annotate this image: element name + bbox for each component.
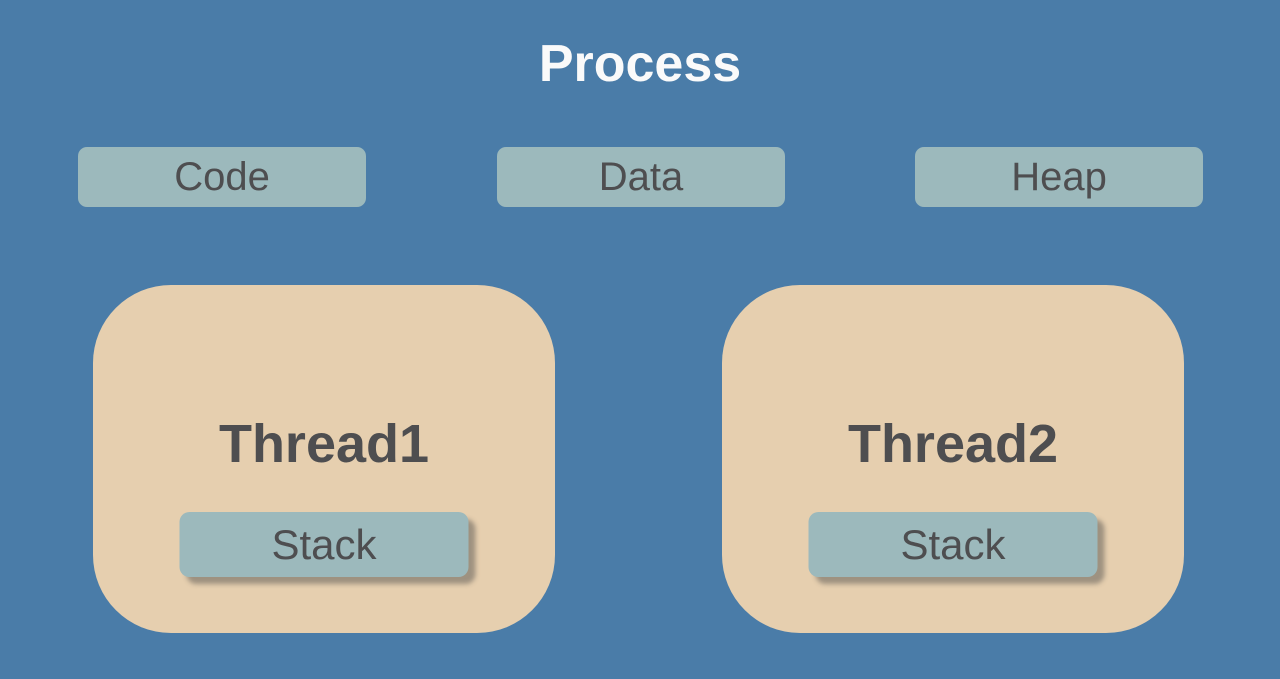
- thread2-box: Thread2 Stack: [722, 285, 1184, 633]
- thread1-box: Thread1 Stack: [93, 285, 555, 633]
- data-label: Data: [598, 154, 684, 199]
- code-box: Code: [78, 147, 366, 207]
- thread2-stack-label: Stack: [900, 520, 1006, 568]
- thread2-stack-box: Stack: [808, 512, 1098, 577]
- thread2-label: Thread2: [847, 414, 1059, 474]
- thread1-stack-label: Stack: [271, 520, 377, 568]
- thread1-stack-box: Stack: [179, 512, 469, 577]
- heap-label: Heap: [1011, 154, 1107, 199]
- heap-box: Heap: [915, 147, 1203, 207]
- thread1-label: Thread1: [218, 414, 430, 474]
- code-label: Code: [174, 154, 270, 199]
- data-box: Data: [497, 147, 785, 207]
- process-title: Process: [538, 35, 742, 93]
